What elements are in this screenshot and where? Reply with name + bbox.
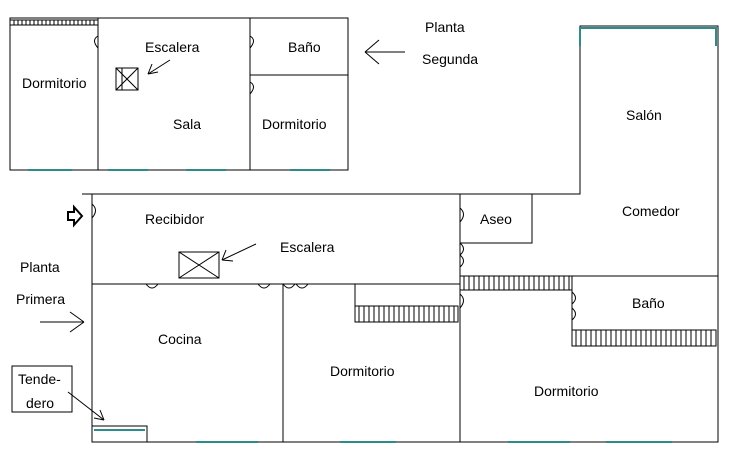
stair-pointer-arrow — [147, 59, 171, 75]
stair-pointer-arrow — [221, 243, 257, 262]
caption-planta: Planta — [425, 19, 465, 35]
room-label-tendedero-line1: Tende- — [18, 371, 61, 387]
room-label-dormitorio: Dormitorio — [330, 363, 395, 379]
door-arc — [459, 293, 464, 309]
room-label-bano: Baño — [288, 39, 321, 55]
room-label-recibidor: Recibidor — [145, 211, 204, 227]
door-arc — [571, 291, 576, 305]
room-label-sala: Sala — [173, 116, 201, 132]
stair-symbol — [178, 251, 220, 279]
stair-symbol — [115, 67, 139, 91]
wall — [460, 194, 533, 244]
tendedero-pointer — [67, 391, 105, 421]
door-arc — [257, 283, 271, 289]
caption-segunda: Segunda — [422, 51, 478, 67]
right-arrow-icon — [69, 311, 85, 333]
first-floor-caption: Planta Primera — [16, 259, 85, 333]
room-label-dormitorio: Dormitorio — [262, 116, 327, 132]
tendedero-enclosure — [91, 425, 148, 443]
caption-planta: Planta — [20, 259, 60, 275]
door-arc — [249, 81, 254, 95]
first-floor-outline — [82, 25, 719, 443]
left-arrow-icon — [364, 39, 380, 65]
room-label-dormitorio: Dormitorio — [534, 383, 599, 399]
first-floor-plan: Recibidor Escalera Aseo Salón Comedor Ba… — [11, 25, 719, 443]
room-label-dormitorio: Dormitorio — [22, 75, 87, 91]
room-label-cocina: Cocina — [158, 331, 202, 347]
door-arc — [145, 283, 159, 289]
room-label-tendedero-line2: dero — [26, 395, 54, 411]
balcony-railing — [354, 305, 459, 323]
second-floor-outline — [9, 17, 349, 171]
room-label-aseo: Aseo — [480, 211, 512, 227]
room-label-bano: Baño — [632, 295, 665, 311]
door-arc — [282, 283, 296, 289]
room-label-escalera: Escalera — [145, 39, 200, 55]
door-arc — [91, 203, 96, 219]
window — [579, 27, 717, 46]
room-label-comedor: Comedor — [622, 203, 680, 219]
tendedero-label-box — [11, 365, 73, 413]
caption-primera: Primera — [16, 291, 65, 307]
door-arc — [459, 207, 464, 223]
tendedero-pointer — [93, 409, 105, 421]
entrance-arrow-icon — [67, 204, 84, 228]
balcony-railing — [571, 329, 717, 347]
second-floor-plan: Dormitorio Escalera Sala Baño Dormitorio — [9, 17, 349, 171]
door-arc — [571, 307, 576, 321]
door-arc — [295, 283, 309, 289]
room-label-escalera: Escalera — [280, 239, 335, 255]
room-label-salon: Salón — [626, 107, 662, 123]
balcony-railing — [10, 19, 98, 26]
door-arc — [459, 254, 464, 268]
door-arc — [94, 35, 99, 49]
second-floor-caption: Planta Segunda — [364, 19, 478, 67]
door-arc — [249, 35, 254, 49]
door-arc — [459, 242, 464, 256]
balcony-railing — [459, 275, 573, 291]
